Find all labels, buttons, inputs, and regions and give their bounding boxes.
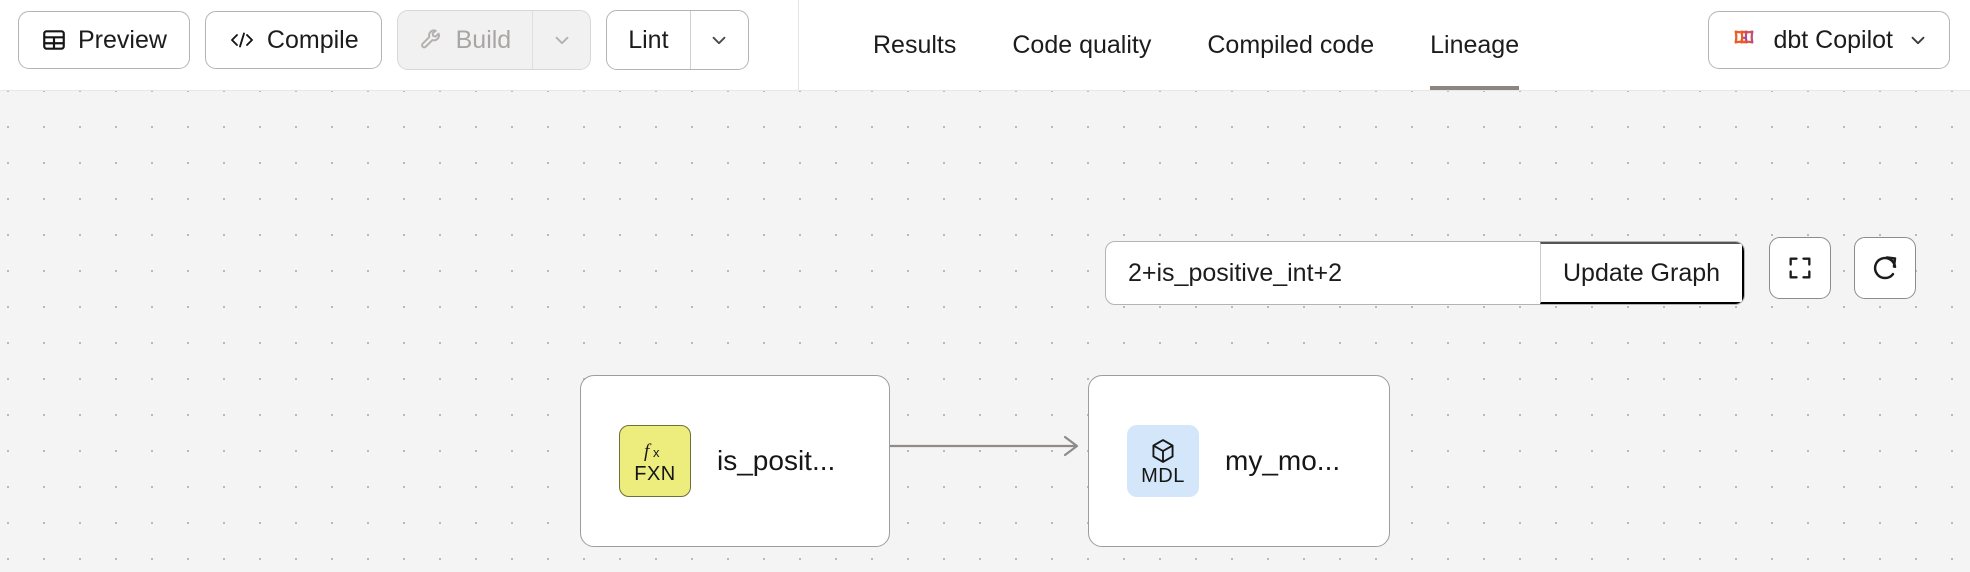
compile-button-label: Compile xyxy=(266,25,359,54)
update-graph-button[interactable]: Update Graph xyxy=(1540,242,1745,304)
dbt-copilot-label: dbt Copilot xyxy=(1773,25,1893,54)
preview-button-label: Preview xyxy=(78,25,167,54)
cube-icon xyxy=(1149,437,1177,465)
graph-selector-group: Update Graph xyxy=(1105,241,1746,305)
lineage-edge xyxy=(880,435,1079,457)
lineage-node-title-mdl: my_mo... xyxy=(1225,445,1341,476)
refresh-icon xyxy=(1870,253,1900,283)
node-type-badge-fxn: f x FXN xyxy=(619,425,691,497)
fullscreen-icon xyxy=(1786,254,1814,282)
chevron-down-icon xyxy=(551,29,573,51)
lint-button-label: Lint xyxy=(628,25,669,54)
compile-button[interactable]: Compile xyxy=(204,11,382,69)
tab-code-quality-label: Code quality xyxy=(1012,31,1152,59)
chevron-down-icon xyxy=(1907,29,1929,51)
preview-button[interactable]: Preview xyxy=(18,11,190,69)
tab-compiled-code[interactable]: Compiled code xyxy=(1179,0,1402,91)
table-icon xyxy=(41,27,67,53)
toolbar-tabs-divider xyxy=(798,0,799,91)
node-type-badge-mdl: MDL xyxy=(1127,425,1199,497)
dbt-copilot-button[interactable]: dbt Copilot xyxy=(1708,11,1950,69)
build-button: Build xyxy=(398,11,533,69)
graph-selector-input[interactable] xyxy=(1106,242,1540,304)
tab-compiled-code-label: Compiled code xyxy=(1207,31,1375,59)
fx-icon: f x xyxy=(640,439,670,463)
tab-results[interactable]: Results xyxy=(845,0,984,91)
reset-graph-button[interactable] xyxy=(1854,237,1916,299)
svg-text:f: f xyxy=(644,441,652,462)
build-dropdown-toggle xyxy=(532,11,590,69)
lineage-canvas[interactable]: Update Graph xyxy=(0,91,1970,572)
dbt-copilot-icon xyxy=(1729,25,1759,55)
lint-button[interactable]: Lint xyxy=(607,11,689,69)
fit-view-button[interactable] xyxy=(1769,237,1831,299)
code-brackets-icon xyxy=(228,28,256,52)
lint-dropdown-toggle[interactable] xyxy=(689,11,748,69)
build-button-label: Build xyxy=(455,25,512,54)
node-type-code-fxn: FXN xyxy=(634,462,676,485)
header-bar: Preview Compile xyxy=(0,0,1970,91)
tab-lineage-label: Lineage xyxy=(1430,31,1520,59)
lineage-node-title-fxn: is_posit... xyxy=(717,445,836,476)
editor-toolbar: Preview Compile xyxy=(18,10,749,70)
result-tabs: Results Code quality Compiled code Linea… xyxy=(845,0,1547,91)
wrench-icon xyxy=(419,27,445,53)
build-split-button: Build xyxy=(396,10,592,70)
lineage-node-my-model[interactable]: MDL my_mo... xyxy=(1088,375,1390,547)
tab-results-label: Results xyxy=(873,31,957,59)
node-type-code-mdl: MDL xyxy=(1141,464,1185,487)
lineage-node-is-positive-int[interactable]: f x FXN is_posit... xyxy=(580,375,890,547)
chevron-down-icon xyxy=(708,29,730,51)
tab-code-quality[interactable]: Code quality xyxy=(984,0,1179,91)
lint-split-button[interactable]: Lint xyxy=(606,10,749,70)
svg-text:x: x xyxy=(653,445,660,460)
tab-lineage[interactable]: Lineage xyxy=(1402,0,1547,91)
